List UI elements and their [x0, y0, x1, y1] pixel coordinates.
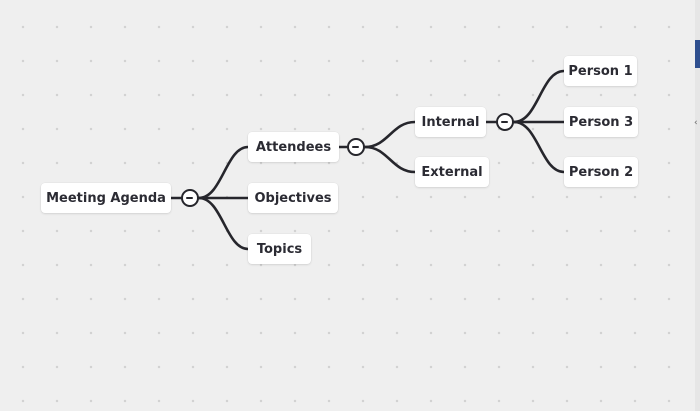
- connector-internal-person1: [512, 69, 566, 124]
- connector-attendees-internal: [363, 120, 417, 149]
- node-person-2[interactable]: Person 2: [564, 157, 638, 187]
- edge-accent: [695, 40, 700, 68]
- node-attendees[interactable]: Attendees: [248, 132, 339, 162]
- connector-attendees-external: [363, 145, 417, 174]
- node-person-1[interactable]: Person 1: [564, 56, 637, 86]
- node-topics[interactable]: Topics: [248, 234, 311, 264]
- collapse-meeting-agenda-button[interactable]: [181, 189, 199, 207]
- connector-root-attendees: [197, 145, 250, 200]
- collapse-attendees-button[interactable]: [347, 138, 365, 156]
- connector-internal-person2: [512, 120, 566, 174]
- window-edge: ‹: [694, 0, 700, 411]
- node-external[interactable]: External: [415, 157, 489, 187]
- node-internal[interactable]: Internal: [415, 107, 486, 137]
- node-meeting-agenda[interactable]: Meeting Agenda: [41, 183, 171, 213]
- edge-glyph: ‹: [694, 118, 698, 128]
- node-objectives[interactable]: Objectives: [248, 183, 338, 213]
- node-person-3[interactable]: Person 3: [564, 107, 638, 137]
- connector-root-topics: [197, 196, 250, 251]
- collapse-internal-button[interactable]: [496, 113, 514, 131]
